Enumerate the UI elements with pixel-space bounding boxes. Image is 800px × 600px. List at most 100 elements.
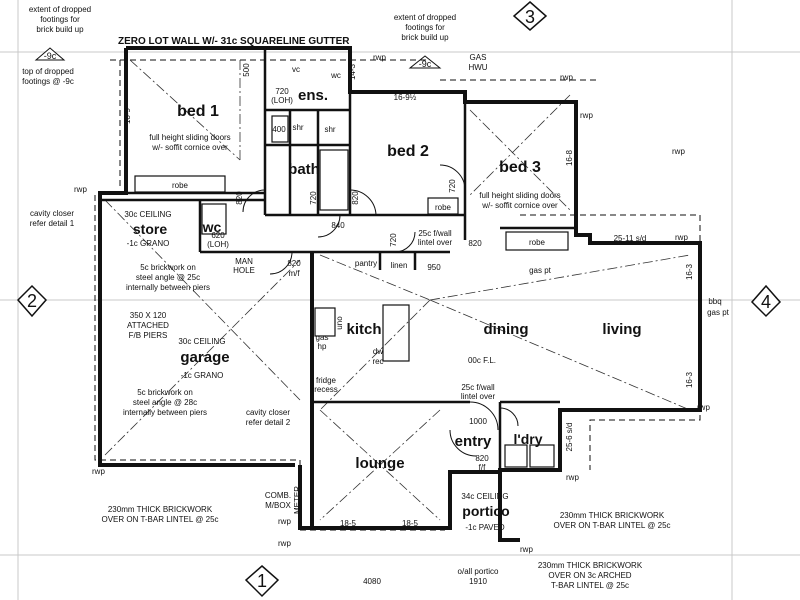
dim-4080: 4080 [363,577,381,586]
room-entry: entry [455,433,492,450]
floor-level: 00c F.L. [468,356,496,365]
note-brick-2b: steel angle @ 28c [133,398,197,407]
level-value-top: -9c [419,59,432,69]
rwp-3: rwp [580,111,593,120]
note-cavity-1b: refer detail 1 [30,219,75,228]
dim-18-9: 18-9 [123,107,132,124]
rwp-7: rwp [566,473,579,482]
door-swings [242,164,519,457]
room-garage: garage [180,349,229,366]
dimensions: 500 720 (LOH) 400 shr shr vc wc 720 820 … [123,63,694,528]
note-piers-2: ATTACHED [127,321,169,330]
note-extent-top-2: footings for [405,23,445,32]
dim-820b: 820 [235,191,244,205]
robe-label-bed3: robe [529,238,546,247]
dim-820-mf: m/f [288,269,300,278]
lintel-c1: 230mm THICK BRICKWORK [538,561,643,570]
portico-width-1: o/all portico [458,567,499,576]
level-marker-left: -9c [34,47,66,61]
note-bed3-doors-2: w/- soffit cornice over [481,201,558,210]
note-brick-1c: internally between piers [126,283,210,292]
rwp-11: rwp [672,147,685,156]
manhole-2: HOLE [233,266,255,275]
grid-label-3: 3 [525,7,535,27]
rwp-9: rwp [278,517,291,526]
linen-label: linen [391,261,408,270]
shr-2: shr [324,125,335,134]
rwp-12: rwp [278,539,291,548]
sd-width-2: 25-6 s/d [565,423,574,452]
room-ens: ens. [298,87,328,104]
grid-label-4: 4 [761,292,771,312]
lintel-note-2b: lintel over [461,392,496,401]
note-brick-1a: 5c brickwork on [140,263,196,272]
note-extent-top-1: extent of dropped [394,13,456,22]
shr-1: shr [292,123,303,132]
rwp-8: rwp [92,467,105,476]
dim-16-9: 16-9½ [394,93,417,102]
room-ldry: l'dry [513,431,542,447]
rec-label: rec [372,357,383,366]
dim-14-3: 14-3 [348,63,357,80]
dim-1000: 1000 [469,417,487,426]
room-bed2: bed 2 [387,143,429,160]
garage-ceiling: 30c CEILING [178,337,225,346]
uno-label: uno [335,316,344,330]
dim-18-5a: 18-5 [340,519,357,528]
fridge-2: recess [314,385,338,394]
lintel-note-2a: 25c f/wall [461,383,495,392]
lintel-note-1a: 25c f/wall [418,229,452,238]
note-piers-3: F/B PIERS [129,331,168,340]
dim-820-ff: f/f [479,463,486,472]
lintel-b2: OVER ON T-BAR LINTEL @ 25c [553,521,670,530]
grid-marker-1: 1 [244,565,280,598]
room-living: living [602,321,641,338]
dim-500: 500 [242,63,251,77]
note-cavity-2b: refer detail 2 [246,418,291,427]
dim-820a: 820 [351,191,360,205]
room-bed3: bed 3 [499,159,541,176]
dim-720c: 720 [448,179,457,193]
vc-label: vc [292,65,300,74]
note-cavity-1a: cavity closer [30,209,74,218]
level-value-left: -9c [44,51,57,61]
note-brick-2c: internally between piers [123,408,207,417]
header-note: ZERO LOT WALL W/- 31c SQUARELINE GUTTER [118,36,350,47]
robe-outlines [134,115,569,468]
meter-label: METER [293,486,302,514]
comb-2: M/BOX [265,501,291,510]
dim-840: 840 [331,221,345,230]
roof-hip-lines [104,59,691,521]
interior-walls [100,48,576,470]
room-labels: bed 1 bed 2 bed 3 ens. bath wc store gar… [133,87,642,519]
grid-marker-4: 4 [750,284,782,318]
wc-small-label: wc [330,71,341,80]
lintel-b1: 230mm THICK BRICKWORK [560,511,665,520]
note-extent-3: brick build up [36,25,84,34]
exterior-walls [98,46,702,542]
dim-950: 950 [427,263,441,272]
note-extent-2: footings for [40,15,80,24]
dim-720a: 720 [275,87,289,96]
note-brick-1b: steel angle @ 25c [136,273,200,282]
dim-16-3b: 16-3 [685,371,694,388]
dim-400: 400 [272,125,286,134]
note-bed1-doors-1: full height sliding doors [149,133,230,142]
fridge-1: fridge [316,376,337,385]
dim-720a-loh: (LOH) [271,96,293,105]
portico-ceiling: 34c CEILING [461,492,508,501]
note-extent-1: extent of dropped [29,5,91,14]
rwp-10: rwp [520,545,533,554]
lintel-a2: OVER ON T-BAR LINTEL @ 25c [101,515,218,524]
rwp-1: rwp [373,53,386,62]
sd-width-1: 25-11 s/d [614,234,647,243]
portico-paved: -1c PAVED [465,523,504,532]
lintel-a1: 230mm THICK BRICKWORK [108,505,213,514]
dim-720b: 720 [309,191,318,205]
note-top-footing-2: footings @ -9c [22,77,74,86]
dim-820c: 820 [468,239,482,248]
lintel-c3: T-BAR LINTEL @ 25c [551,581,629,590]
notes: extent of dropped footings for brick bui… [22,5,730,590]
dim-720d: 720 [389,233,398,247]
